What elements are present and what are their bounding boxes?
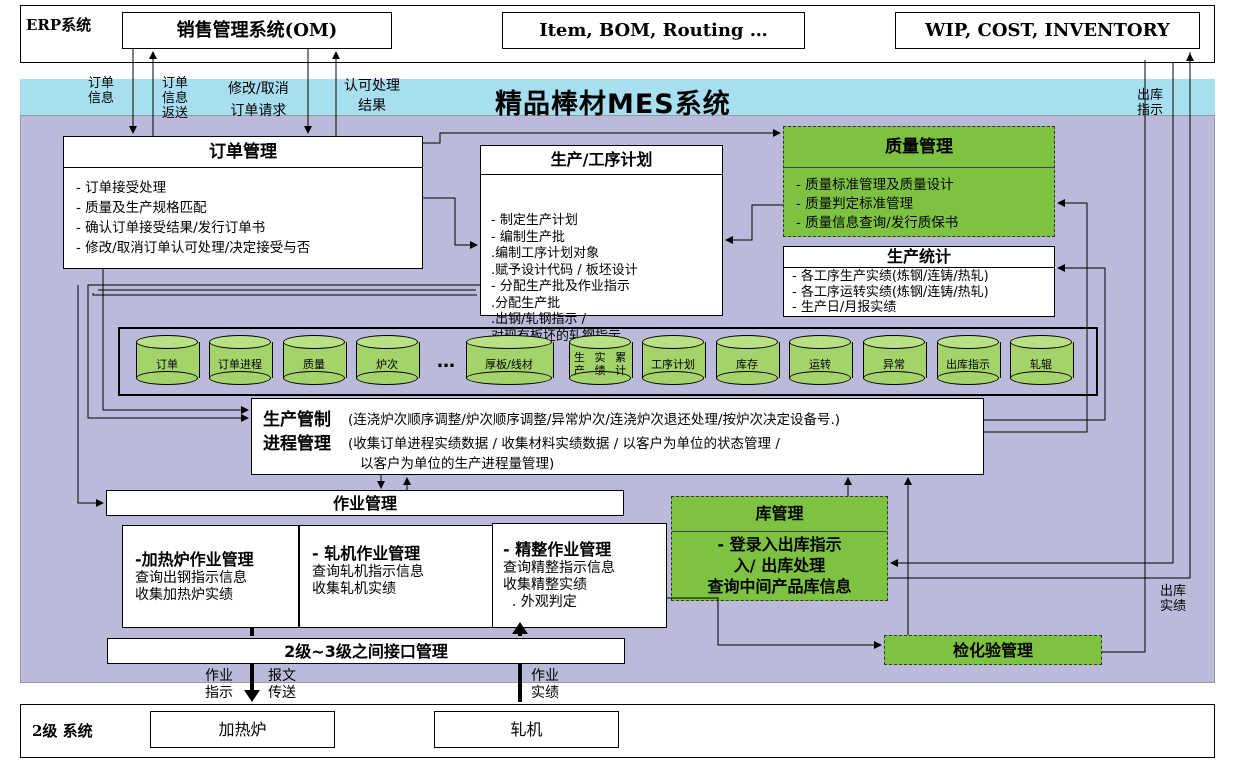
production-control-box[interactable] (251, 398, 984, 475)
database-label: 炉次 (376, 357, 398, 371)
database-ellipsis: … (437, 351, 455, 372)
production-plan-title: 生产/工序计划 (481, 146, 722, 175)
level2-furnace-box[interactable]: 加热炉 (150, 711, 335, 748)
modify-cancel-label: 修改/取消订单请求 (228, 81, 289, 119)
wip-cost-inventory-box[interactable]: WIP, COST, INVENTORY (895, 12, 1200, 49)
furnace-operation-box[interactable]: -加热炉作业管理 查询出钢指示信息 收集加热炉实绩 (122, 525, 299, 628)
database-cylinder[interactable]: 工序计划 (642, 335, 706, 385)
mes-title: 精品棒材MES系统 (495, 89, 731, 120)
work-result-label: 作业实绩 (531, 668, 559, 701)
database-label: 出库指示 (946, 357, 990, 371)
database-cylinder[interactable]: 订单 (136, 335, 200, 385)
database-cylinder[interactable]: 质量 (283, 335, 347, 385)
database-band (118, 327, 1098, 396)
quality-management-box[interactable]: 质量管理 - 质量标准管理及质量设计- 质量判定标准管理- 质量信息查询/发行质… (783, 126, 1055, 237)
production-statistics-box[interactable]: 生产统计 - 各工序生产实绩(炼钢/连铸/热轧)- 各工序运转实绩(炼钢/连铸/… (783, 246, 1055, 317)
database-cylinder[interactable]: 库存 (716, 335, 780, 385)
order-management-list: - 订单接受处理- 质量及生产规格匹配- 确认订单接受结果/发行订单书- 修改/… (76, 180, 311, 256)
order-info-label: 订单信息 (88, 76, 115, 106)
database-cylinder[interactable]: 炉次 (356, 335, 420, 385)
database-cylinder[interactable]: 运转 (789, 335, 853, 385)
database-label: 运转 (809, 357, 831, 371)
warehouse-management-title: 库管理 (672, 497, 887, 532)
approve-result-label: 认可处理结果 (344, 78, 400, 114)
warehouse-management-lines: - 登录入出库指示入/ 出库处理查询中间产品库信息 (707, 535, 852, 596)
finishing-operation-line-2: 收集精整实绩 (503, 577, 587, 593)
om-system-box[interactable]: 销售管理系统(OM) (122, 12, 392, 49)
database-label: 生产实绩累计 (573, 351, 627, 377)
database-label: 质量 (303, 357, 325, 371)
database-cylinder[interactable]: 厚板/线材 (466, 335, 554, 385)
mes-title-band (20, 79, 1215, 115)
furnace-operation-title: -加热炉作业管理 (135, 550, 254, 569)
production-control-title: 生产管制 (263, 410, 331, 430)
database-label: 工序计划 (651, 357, 695, 371)
erp-label: ERP系统 (26, 16, 92, 34)
mill-operation-line-2: 收集轧机实绩 (312, 581, 396, 597)
furnace-operation-line-1: 查询出钢指示信息 (135, 570, 247, 586)
order-management-title: 订单管理 (64, 137, 422, 168)
interface-management-box[interactable]: 2级~3级之间接口管理 (107, 638, 625, 664)
mill-operation-line-1: 查询轧机指示信息 (312, 564, 424, 580)
quality-management-list: - 质量标准管理及质量设计- 质量判定标准管理- 质量信息查询/发行质保书 (796, 177, 959, 231)
level2-mill-box[interactable]: 轧机 (434, 711, 619, 748)
finishing-operation-line-3: . 外观判定 (503, 594, 577, 610)
database-cylinder[interactable]: 订单进程 (209, 335, 273, 385)
database-label: 厚板/线材 (485, 357, 533, 371)
warehouse-management-box[interactable]: 库管理 - 登录入出库指示入/ 出库处理查询中间产品库信息 (671, 496, 888, 601)
database-cylinder[interactable]: 异常 (863, 335, 927, 385)
finishing-operation-line-1: 查询精整指示信息 (503, 560, 615, 576)
furnace-operation-line-2: 收集加热炉实绩 (135, 587, 233, 603)
work-management-box[interactable]: 作业管理 (106, 490, 624, 516)
production-statistics-title: 生产统计 (784, 247, 1054, 268)
production-plan-box[interactable]: 生产/工序计划 - 制定生产计划- 编制生产批 .编制工序计划对象 .赋予设计代… (480, 145, 723, 344)
progress-management-desc-2: 以客户为单位的生产进程量管理) (360, 456, 555, 472)
outbound-instruction-label: 出库指示 (1137, 88, 1164, 118)
database-cylinder[interactable]: 轧辊 (1010, 335, 1074, 385)
production-control-desc: (连浇炉次顺序调整/炉次顺序调整/异常炉次/连浇炉次退还处理/按炉次决定设备号.… (348, 412, 841, 428)
progress-management-title: 进程管理 (263, 434, 331, 454)
quality-management-title: 质量管理 (784, 127, 1054, 168)
database-label: 订单 (156, 357, 178, 371)
finishing-operation-title: - 精整作业管理 (503, 540, 612, 559)
database-label: 轧辊 (1030, 357, 1052, 371)
order-info-return-label: 订单信息返送 (162, 76, 189, 121)
order-management-box[interactable]: 订单管理 - 订单接受处理- 质量及生产规格匹配- 确认订单接受结果/发行订单书… (63, 136, 423, 269)
mill-operation-title: - 轧机作业管理 (312, 544, 421, 563)
database-cylinder[interactable]: 生产实绩累计 (569, 335, 633, 385)
work-instruction-label: 作业指示 (205, 668, 233, 701)
database-cylinder[interactable]: 出库指示 (937, 335, 1001, 385)
level2-system-label: 2级 系统 (32, 722, 93, 740)
outbound-result-label: 出库实绩 (1160, 584, 1187, 614)
progress-management-desc: (收集订单进程实绩数据 / 收集材料实绩数据 / 以客户为单位的状态管理 / (348, 436, 780, 452)
finishing-operation-box[interactable]: - 精整作业管理 查询精整指示信息 收集精整实绩 . 外观判定 (492, 523, 667, 628)
report-send-label: 报文传送 (268, 668, 296, 701)
production-statistics-list: - 各工序生产实绩(炼钢/连铸/热轧)- 各工序运转实绩(炼钢/连铸/热轧)- … (792, 269, 989, 315)
database-label: 订单进程 (218, 357, 262, 371)
database-label: 库存 (736, 357, 758, 371)
mill-operation-box[interactable]: - 轧机作业管理 查询轧机指示信息 收集轧机实绩 (299, 525, 493, 628)
item-bom-routing-box[interactable]: Item, BOM, Routing … (502, 12, 805, 49)
database-label: 异常 (883, 357, 905, 371)
inspection-management-box[interactable]: 检化验管理 (884, 635, 1102, 665)
